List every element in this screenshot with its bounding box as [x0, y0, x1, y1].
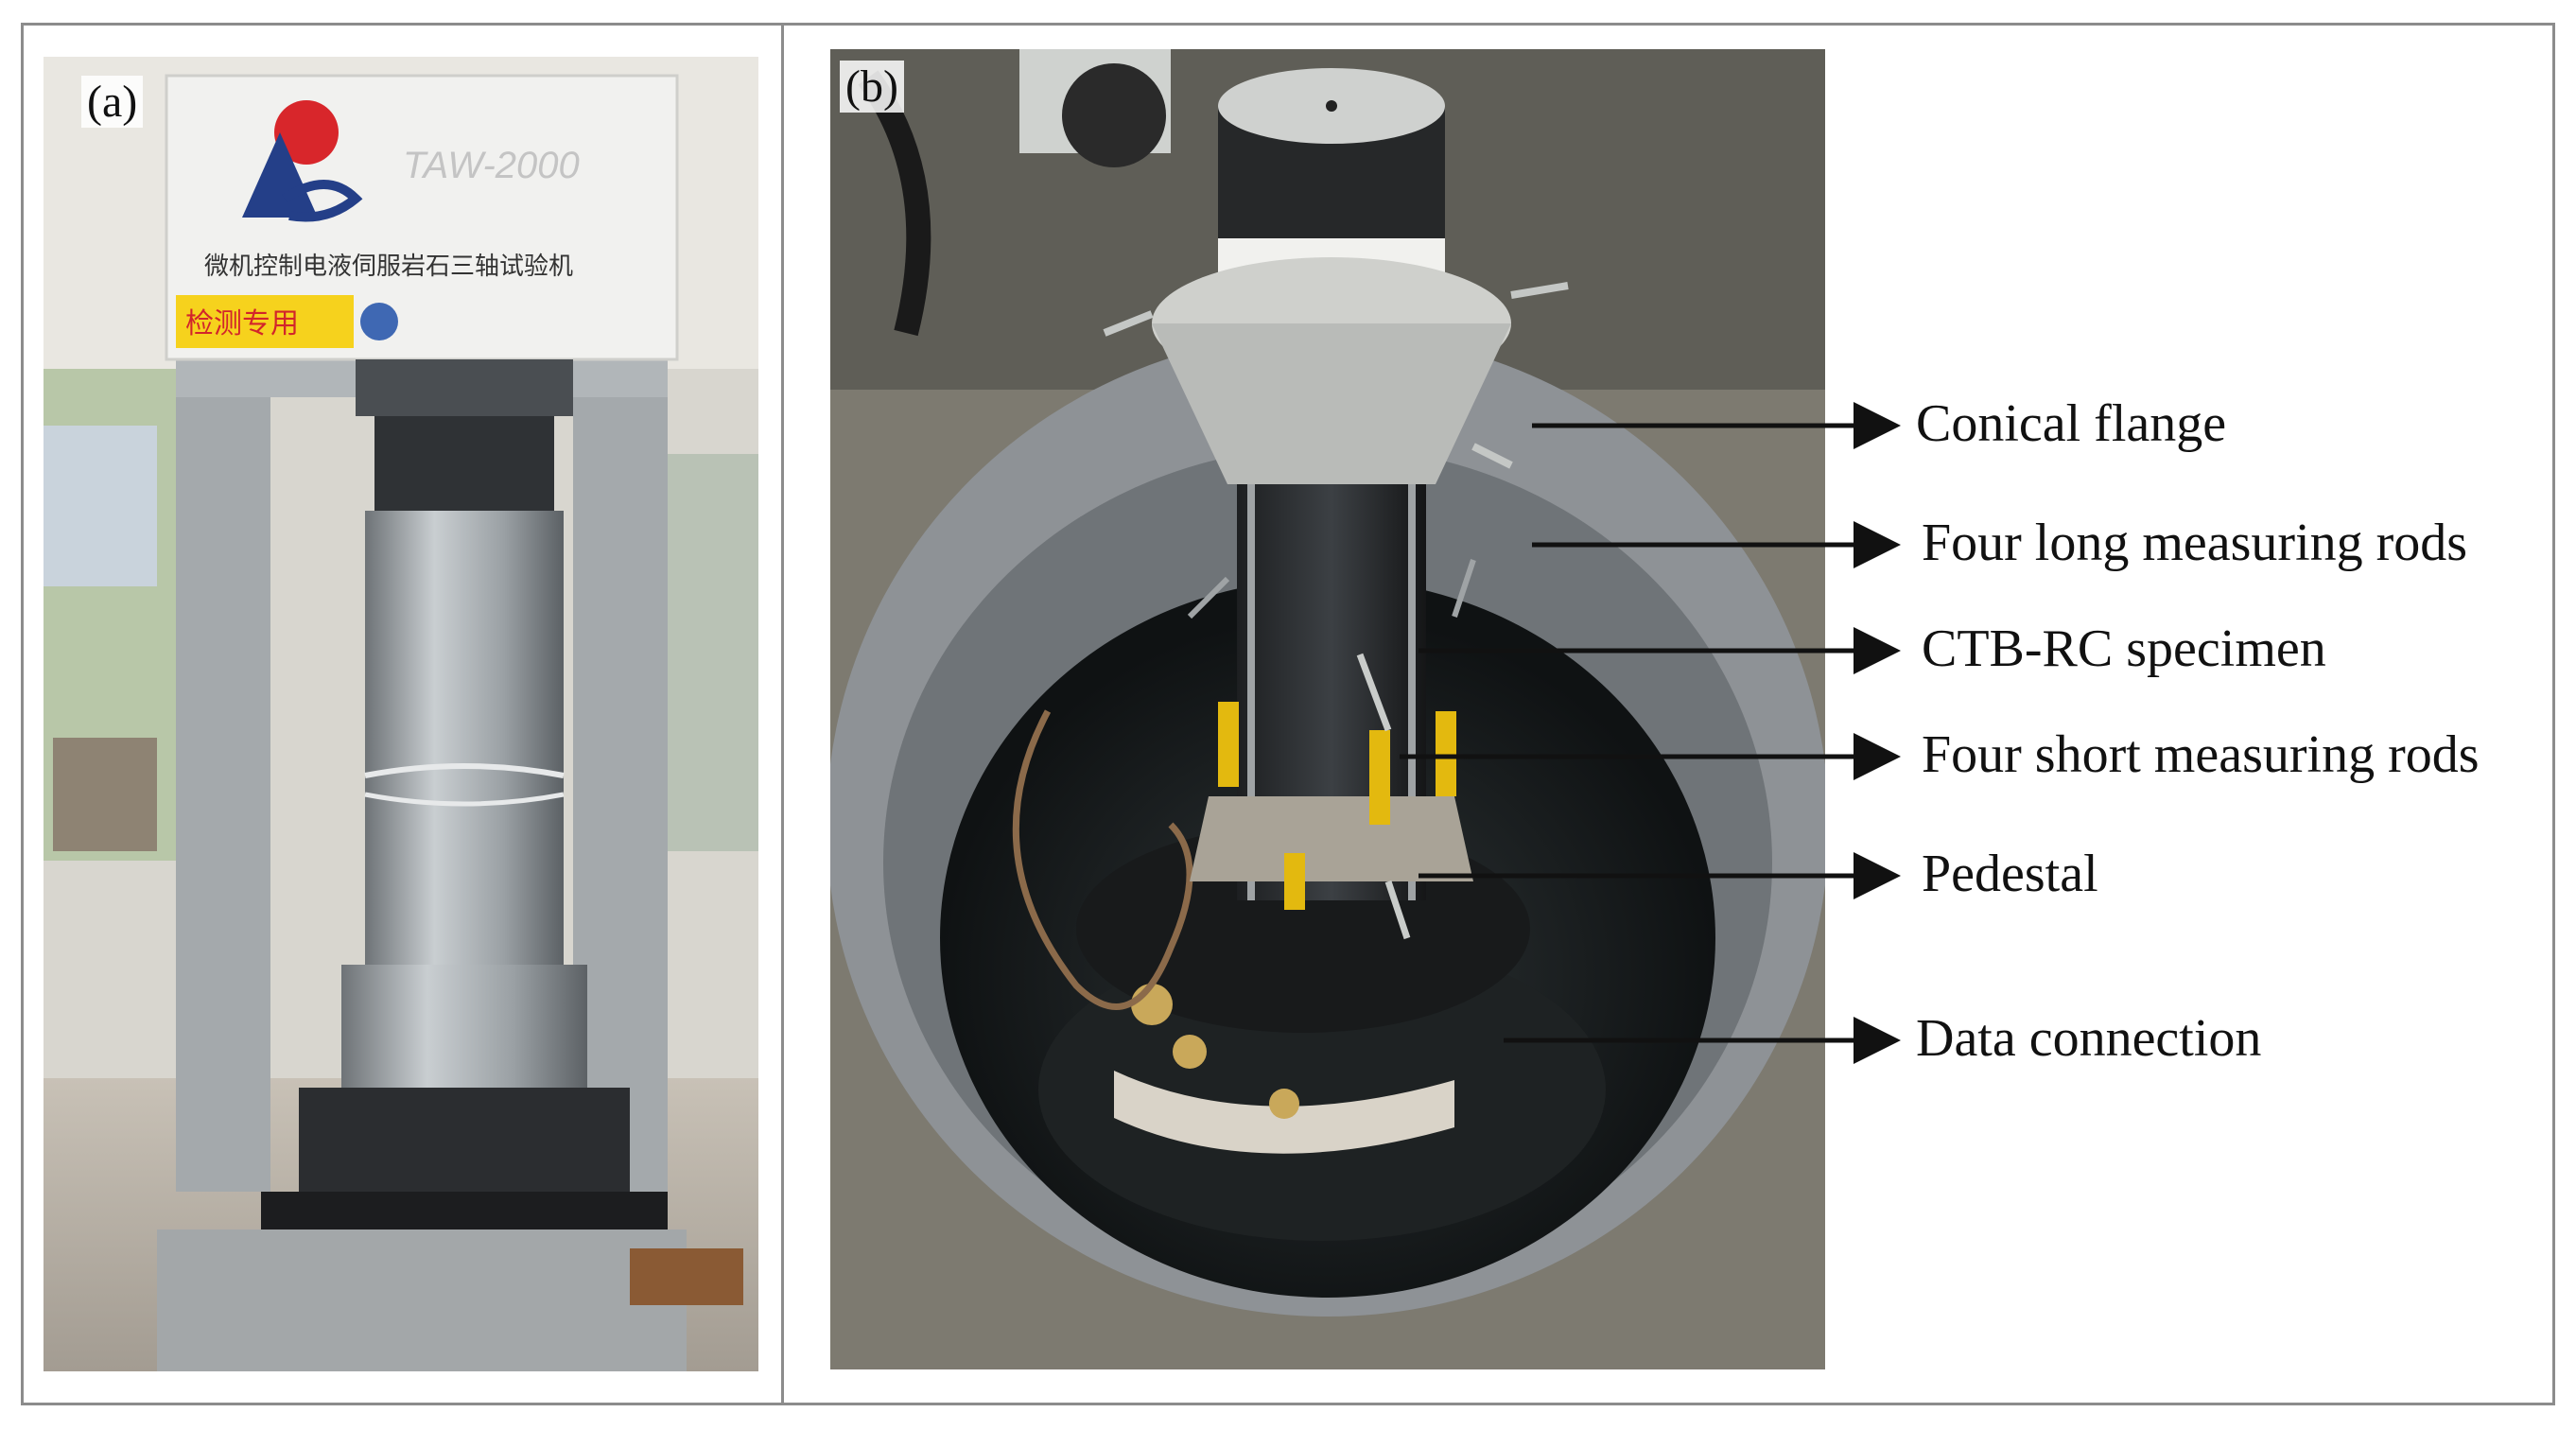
callout-data-connection: Data connection: [1916, 1009, 2262, 1068]
callout-ctb-rc-specimen: CTB-RC specimen: [1922, 619, 2326, 678]
panel-a-label: (a): [81, 76, 144, 129]
machine-name-text: 微机控制电液伺服岩石三轴试验机: [204, 253, 573, 281]
testing-machine-illustration: TAW-2000 微机控制电液伺服岩石三轴试验机 检测专用: [44, 57, 758, 1371]
specimen-setup-illustration: [830, 49, 1825, 1369]
panel-divider: [781, 23, 784, 1405]
panel-b-label: (b): [840, 61, 904, 113]
callout-short-measuring-rods: Four short measuring rods: [1922, 725, 2480, 784]
callout-conical-flange: Conical flange: [1916, 394, 2227, 453]
callout-pedestal: Pedestal: [1922, 845, 2098, 903]
panel-a-photo: TAW-2000 微机控制电液伺服岩石三轴试验机 检测专用 (a): [44, 57, 758, 1371]
panel-b-photo: (b): [830, 49, 1825, 1369]
callout-long-measuring-rods: Four long measuring rods: [1922, 514, 2468, 572]
badge-text: 检测专用: [185, 307, 299, 340]
machine-model-text: TAW-2000: [403, 145, 580, 186]
